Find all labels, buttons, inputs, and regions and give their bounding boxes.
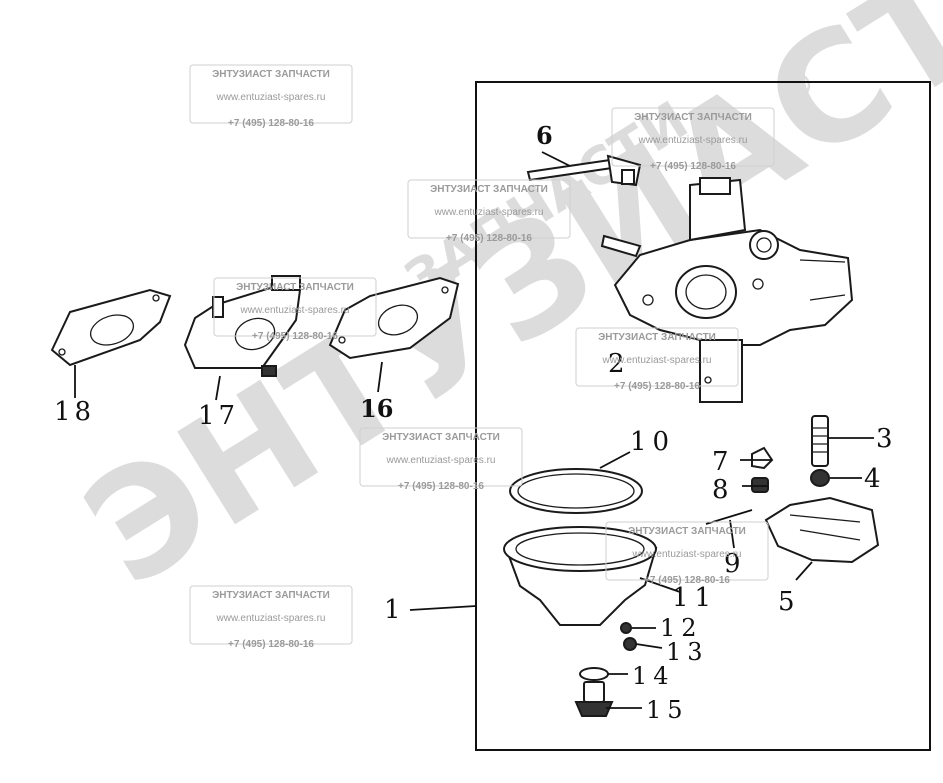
svg-text:www.entuziast-spares.ru: www.entuziast-spares.ru <box>638 135 748 146</box>
part-15-drain-bolt <box>574 681 614 717</box>
part-13-screw <box>623 637 637 651</box>
svg-text:+7 (495) 128-80-16: +7 (495) 128-80-16 <box>252 331 338 342</box>
callout-3: 3 <box>876 424 893 454</box>
watermark-stamp: ЭНТУЗИАСТ ЗАПЧАСТИ www.entuziast-spares.… <box>605 521 769 586</box>
svg-text:www.entuziast-spares.ru: www.entuziast-spares.ru <box>216 92 326 103</box>
svg-text:www.entuziast-spares.ru: www.entuziast-spares.ru <box>632 549 742 560</box>
svg-text:www.entuziast-spares.ru: www.entuziast-spares.ru <box>216 613 326 624</box>
part-7-jet <box>751 446 774 470</box>
part-8-washer <box>751 477 769 493</box>
callout-12: 12 <box>660 614 703 642</box>
callout-4: 4 <box>864 464 881 494</box>
svg-text:+7 (495) 128-80-16: +7 (495) 128-80-16 <box>228 118 314 129</box>
part-3-screw <box>811 415 829 467</box>
part-2-carburetor-body <box>600 177 854 403</box>
svg-text:ЭНТУЗИАСТ ЗАПЧАСТИ: ЭНТУЗИАСТ ЗАПЧАСТИ <box>212 69 330 80</box>
leader-lines <box>74 151 874 709</box>
svg-text:ЭНТУЗИАСТ ЗАПЧАСТИ: ЭНТУЗИАСТ ЗАПЧАСТИ <box>212 590 330 601</box>
callout-7: 7 <box>712 447 729 477</box>
watermark-stamp: ЭНТУЗИАСТ ЗАПЧАСТИ www.entuziast-spares.… <box>575 327 739 392</box>
part-6-choke-lever <box>526 154 642 187</box>
svg-text:ЭНТУЗИАСТ ЗАПЧАСТИ: ЭНТУЗИАСТ ЗАПЧАСТИ <box>634 112 752 123</box>
svg-text:ЭНТУЗИАСТ ЗАПЧАСТИ: ЭНТУЗИАСТ ЗАПЧАСТИ <box>430 184 548 195</box>
watermark-stamp: ЭНТУЗИАСТ ЗАПЧАСТИ www.entuziast-spares.… <box>359 427 523 492</box>
callout-5: 5 <box>778 587 795 617</box>
callout-11: 11 <box>672 583 717 613</box>
callout-6: 6 <box>536 121 553 150</box>
callout-2: 2 <box>608 349 625 379</box>
callout-8: 8 <box>712 475 729 505</box>
part-4-spring <box>810 469 830 487</box>
svg-text:+7 (495) 128-80-16: +7 (495) 128-80-16 <box>228 639 314 650</box>
callout-labels: 1 2 3 4 5 6 7 8 9 10 11 12 13 14 15 16 1… <box>54 121 893 724</box>
svg-text:www.entuziast-spares.ru: www.entuziast-spares.ru <box>240 305 350 316</box>
svg-text:www.entuziast-spares.ru: www.entuziast-spares.ru <box>386 455 496 466</box>
callout-9: 9 <box>724 549 741 579</box>
svg-text:+7 (495) 128-80-16: +7 (495) 128-80-16 <box>650 161 736 172</box>
callout-1: 1 <box>384 595 401 625</box>
part-18-gasket <box>50 288 172 367</box>
assembly-frame <box>475 81 931 751</box>
callout-16: 16 <box>360 394 393 423</box>
part-10-gasket <box>509 468 643 514</box>
watermark-stamp: ЭНТУЗИАСТ ЗАПЧАСТИ www.entuziast-spares.… <box>213 277 377 342</box>
part-17-insulator <box>183 275 302 377</box>
watermark-stamp: ЭНТУЗИАСТ ЗАПЧАСТИ www.entuziast-spares.… <box>189 585 353 650</box>
part-5-float <box>764 496 880 564</box>
svg-text:www.entuziast-spares.ru: www.entuziast-spares.ru <box>434 207 544 218</box>
part-12-screw <box>620 622 632 634</box>
watermark-stamps: ЭНТУЗИАСТ ЗАПЧАСТИ www.entuziast-spares.… <box>189 64 775 650</box>
svg-text:+7 (495) 128-80-16: +7 (495) 128-80-16 <box>614 381 700 392</box>
callout-14: 14 <box>632 662 675 690</box>
callout-13: 13 <box>666 638 709 666</box>
svg-text:+7 (495) 128-80-16: +7 (495) 128-80-16 <box>644 575 730 586</box>
part-11-float-bowl <box>503 526 658 626</box>
svg-text:www.entuziast-spares.ru: www.entuziast-spares.ru <box>602 355 712 366</box>
part-16-gasket <box>328 276 460 360</box>
watermark-stamp: ЭНТУЗИАСТ ЗАПЧАСТИ www.entuziast-spares.… <box>407 179 571 244</box>
svg-text:ЭНТУЗИАСТ ЗАПЧАСТИ: ЭНТУЗИАСТ ЗАПЧАСТИ <box>382 432 500 443</box>
callout-18: 18 <box>54 397 95 427</box>
svg-text:ЭНТУЗИАСТ ЗАПЧАСТИ: ЭНТУЗИАСТ ЗАПЧАСТИ <box>628 526 746 537</box>
watermark-stamp: ЭНТУЗИАСТ ЗАПЧАСТИ www.entuziast-spares.… <box>611 107 775 172</box>
callout-17: 17 <box>198 401 239 431</box>
svg-text:ЭНТУЗИАСТ ЗАПЧАСТИ: ЭНТУЗИАСТ ЗАПЧАСТИ <box>598 332 716 343</box>
callout-10: 10 <box>630 427 675 457</box>
svg-text:+7 (495) 128-80-16: +7 (495) 128-80-16 <box>398 481 484 492</box>
callout-15: 15 <box>646 696 689 724</box>
svg-text:ЭНТУЗИАСТ ЗАПЧАСТИ: ЭНТУЗИАСТ ЗАПЧАСТИ <box>236 282 354 293</box>
watermark-stamp: ЭНТУЗИАСТ ЗАПЧАСТИ www.entuziast-spares.… <box>189 64 353 129</box>
part-14-o-ring <box>579 667 609 681</box>
svg-text:+7 (495) 128-80-16: +7 (495) 128-80-16 <box>446 233 532 244</box>
